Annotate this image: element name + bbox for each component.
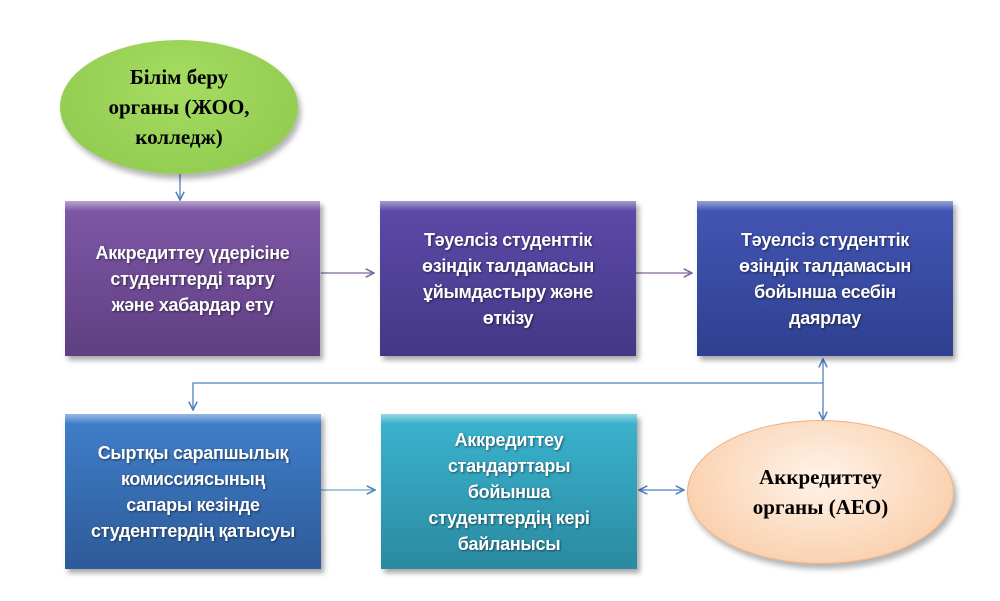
arrow-report-to-expert-visit [193, 382, 823, 410]
education-body-node: Білім беру органы (ЖОО, колледж) [60, 40, 298, 174]
engage-students-node: Аккредиттеу үдерісіне студенттерді тарту… [65, 201, 320, 356]
organize-analysis-node: Тәуелсіз студенттік өзіндік талдамасын ұ… [380, 201, 636, 356]
expert-visit-node: Сыртқы сарапшылық комиссиясының сапары к… [65, 414, 321, 569]
prepare-report-node: Тәуелсіз студенттік өзіндік талдамасын б… [697, 201, 953, 356]
feedback-node: Аккредиттеу стандарттары бойынша студент… [381, 414, 637, 569]
accreditation-body-node: Аккредиттеу органы (АЕО) [687, 420, 954, 564]
